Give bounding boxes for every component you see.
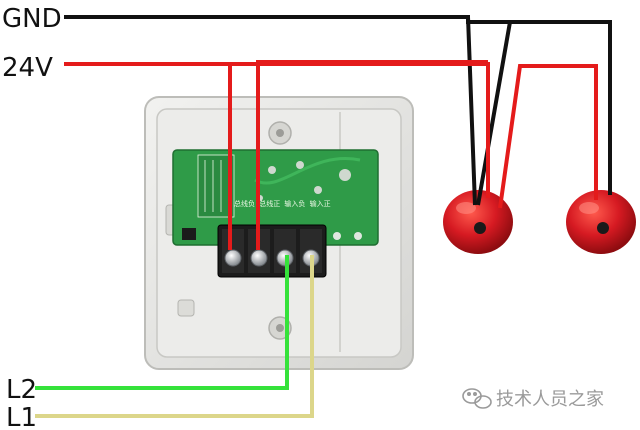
l2-wire [35,255,289,390]
pcb-silkscreen: 总线负 总线正 输入负 输入正 [234,199,331,208]
v24-label: 24V [2,53,53,83]
pcb-jumper [182,228,196,240]
terminal-screw-1 [224,249,242,267]
v24-wire-branch-2 [256,60,488,250]
wechat-icon [462,388,492,409]
pcb-board: 总线负 总线正 输入负 输入正 [172,149,379,246]
l2-label: L2 [6,375,37,405]
terminal-block [217,224,327,278]
gnd-label: GND [2,4,62,34]
watermark-text: 技术人员之家 [496,389,604,410]
alarm-bell-right [566,190,636,254]
gnd-wire [64,15,612,206]
l1-wire [35,255,314,418]
terminal-screw-2 [250,249,268,267]
l1-label: L1 [6,403,37,430]
alarm-bell-left [443,190,513,254]
